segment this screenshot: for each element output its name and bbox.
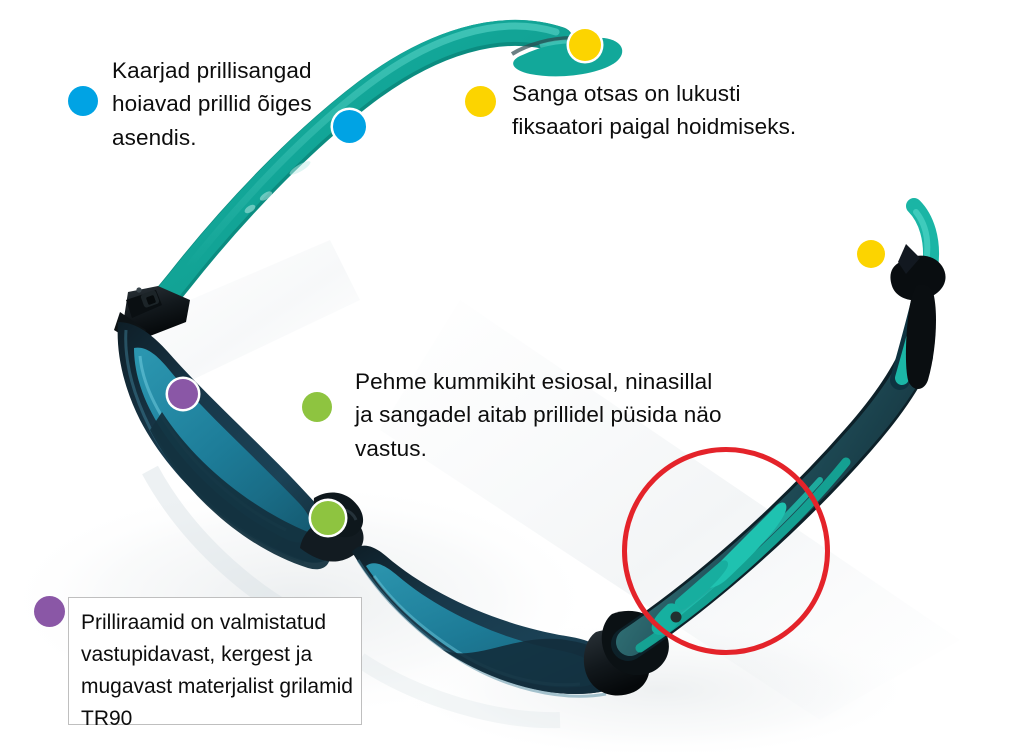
bullet-dot-purple [34,596,65,627]
fact-text-box: Prilliraamid on valmistatud vastupidavas… [68,597,362,730]
callout-text-temples-curved: Kaarjad prillisangad hoiavad prillid õig… [112,58,312,150]
bullet-dot-blue [68,86,98,116]
pointer-dot-blue [333,110,366,143]
pointer-dot-yellow-lock [857,240,885,268]
pointer-dot-purple-frame [168,379,198,409]
callout-text-tr90-material: Prilliraamid on valmistatud vastupidavas… [81,611,353,730]
pointer-dot-green-bridge [311,501,345,535]
bullet-dot-yellow [465,86,496,117]
bullet-dot-green [302,392,332,422]
callout-text-temple-tip-lock: Sanga otsas on lukusti fiksaatori paigal… [512,81,797,140]
highlight-circle [622,447,830,655]
callout-text-soft-rubber-layer: Pehme kummikiht esiosal, ninasillal ja s… [355,369,722,461]
pointer-dot-yellow-tip [569,29,601,61]
